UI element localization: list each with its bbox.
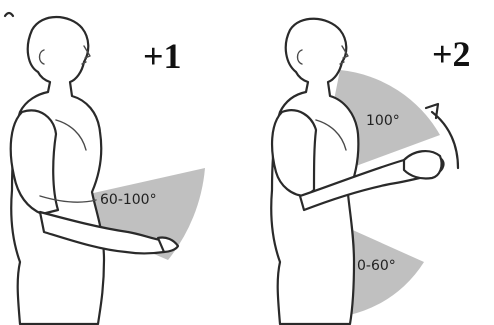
- panel-right: +2 100° 0-60°: [271, 19, 470, 324]
- score-plus-2: +2: [432, 34, 471, 74]
- angle-label-100: 100°: [366, 113, 400, 129]
- score-plus-1: +1: [143, 36, 182, 76]
- panel-left: +1 60-100°: [11, 17, 205, 324]
- corner-mark: [5, 13, 13, 16]
- hand-right: [404, 151, 442, 178]
- angle-label-0-60: 0-60°: [357, 258, 396, 274]
- angle-label-60-100: 60-100°: [100, 192, 157, 208]
